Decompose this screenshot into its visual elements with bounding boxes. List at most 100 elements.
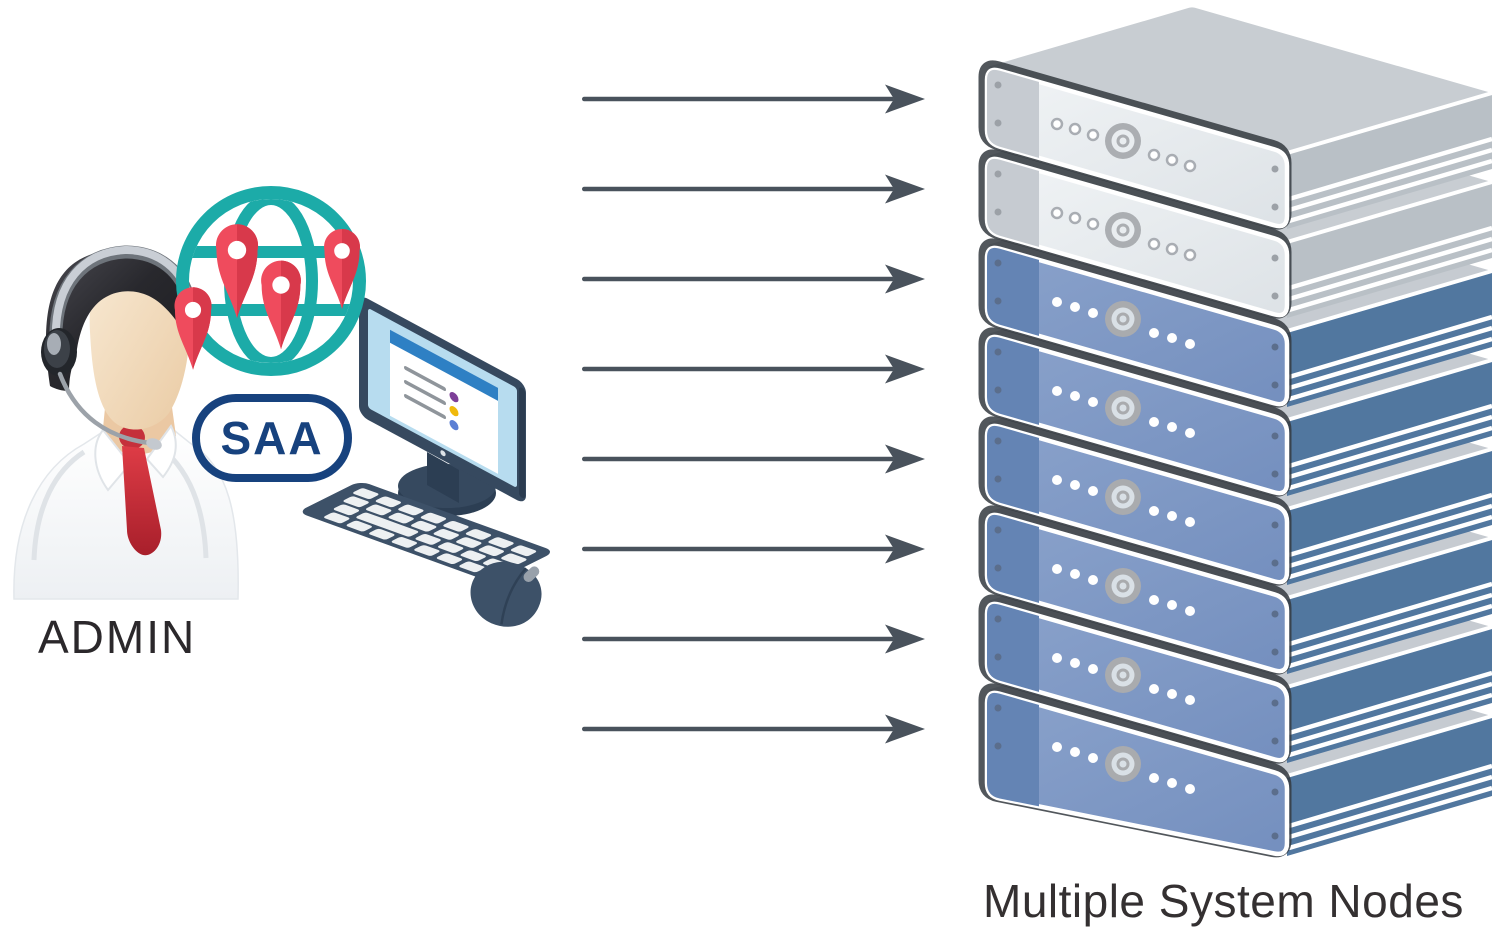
keyboard-key [414,545,440,556]
arrows-group [582,84,925,744]
screw-dot [994,526,1002,534]
keyboard-key [356,512,419,537]
app-window [390,329,498,474]
screw-dot [1271,737,1279,745]
indicator-dot [1088,397,1098,407]
keyboard-key [456,537,482,548]
indicator-dot [1185,606,1195,616]
keyboard-key [375,496,402,508]
collar-left [94,428,132,492]
screw-dot [1271,470,1279,478]
screw-dot [1271,292,1279,300]
keyboard-key [437,542,464,553]
indicator-dot [1068,211,1082,225]
indicator-dot [1167,689,1177,699]
indicator-dot [1149,506,1159,516]
screw-dot [994,742,1002,750]
indicator-dot [1070,302,1080,312]
indicator-dot [1088,753,1098,763]
flow-arrow [582,84,925,114]
screw-dot [994,437,1002,445]
flow-arrow [582,714,925,744]
keyboard-key [353,488,379,499]
collar-right [145,424,177,479]
flow-arrow [582,624,925,654]
indicator-dot [1149,773,1159,783]
keyboard-key [398,504,424,516]
keyboard-key [459,561,485,573]
server-stack [978,7,1493,858]
screw-dot [994,119,1002,127]
saa-badge-label: SAA [220,412,324,464]
indicator-dot [1149,684,1159,694]
screw-dot [994,81,1002,89]
screw-dot [1271,788,1279,796]
server-knob [1119,315,1127,323]
keyboard-key [411,520,437,532]
headset-icon [41,245,196,450]
hair [46,249,193,391]
indicator-dot [1088,664,1098,674]
keyboard-key [346,520,372,532]
screw-dot [994,170,1002,178]
indicator-dot [1185,428,1195,438]
screw-dot [1271,648,1279,656]
screw-dot [994,653,1002,661]
screw-dot [994,297,1002,305]
indicator-dot [1052,297,1062,307]
indicator-dot [1165,242,1179,256]
indicator-dot [1185,339,1195,349]
keyboard-key [478,545,505,556]
keyboard-key [343,496,369,507]
flow-arrow [582,264,925,294]
indicator-dot [1050,206,1064,220]
indicator-dot [1086,217,1100,231]
keyboard-key [388,512,414,524]
keyboard-key [443,521,469,532]
indicator-dot [1167,422,1177,432]
indicator-dot [1185,517,1195,527]
indicator-dot [1052,653,1062,663]
list-line [404,380,446,406]
screw-dot [994,615,1002,623]
list-line [404,366,446,392]
list-bullet [449,420,459,431]
mic-boom [57,371,153,446]
keyboard-key [465,529,492,540]
screw-dot [994,348,1002,356]
screw-dot [1271,203,1279,211]
indicator-dot [1070,391,1080,401]
indicator-dot [1050,117,1064,131]
list-line [404,394,446,420]
indicator-dot [1165,153,1179,167]
keyboard-key [460,550,486,561]
indicator-dot [1147,148,1161,162]
screw-dot [1271,343,1279,351]
flow-arrow [582,444,925,474]
server-stack-label: Multiple System Nodes [983,875,1464,927]
indicator-dot [1070,569,1080,579]
keyboard-key [365,504,392,516]
indicator-dot [1070,480,1080,490]
indicator-dot [1052,564,1062,574]
keyboard-key [415,534,441,545]
indicator-dot [1068,122,1082,136]
screw-dot [994,475,1002,483]
mic-tip [146,438,162,450]
screw-dot [1271,254,1279,262]
indicator-dot [1167,600,1177,610]
screw-dot [994,564,1002,572]
indicator-dot [1088,486,1098,496]
server-knob [1119,404,1127,412]
list-bullet [449,392,459,403]
server-knob [1119,582,1127,590]
indicator-dot [1052,475,1062,485]
server-node [978,7,1493,230]
indicator-dot [1147,237,1161,251]
screw-dot [994,208,1002,216]
admin-illustration [13,245,239,600]
keyboard-key [488,537,514,548]
screw-dot [994,259,1002,267]
server-knob [1119,493,1127,501]
